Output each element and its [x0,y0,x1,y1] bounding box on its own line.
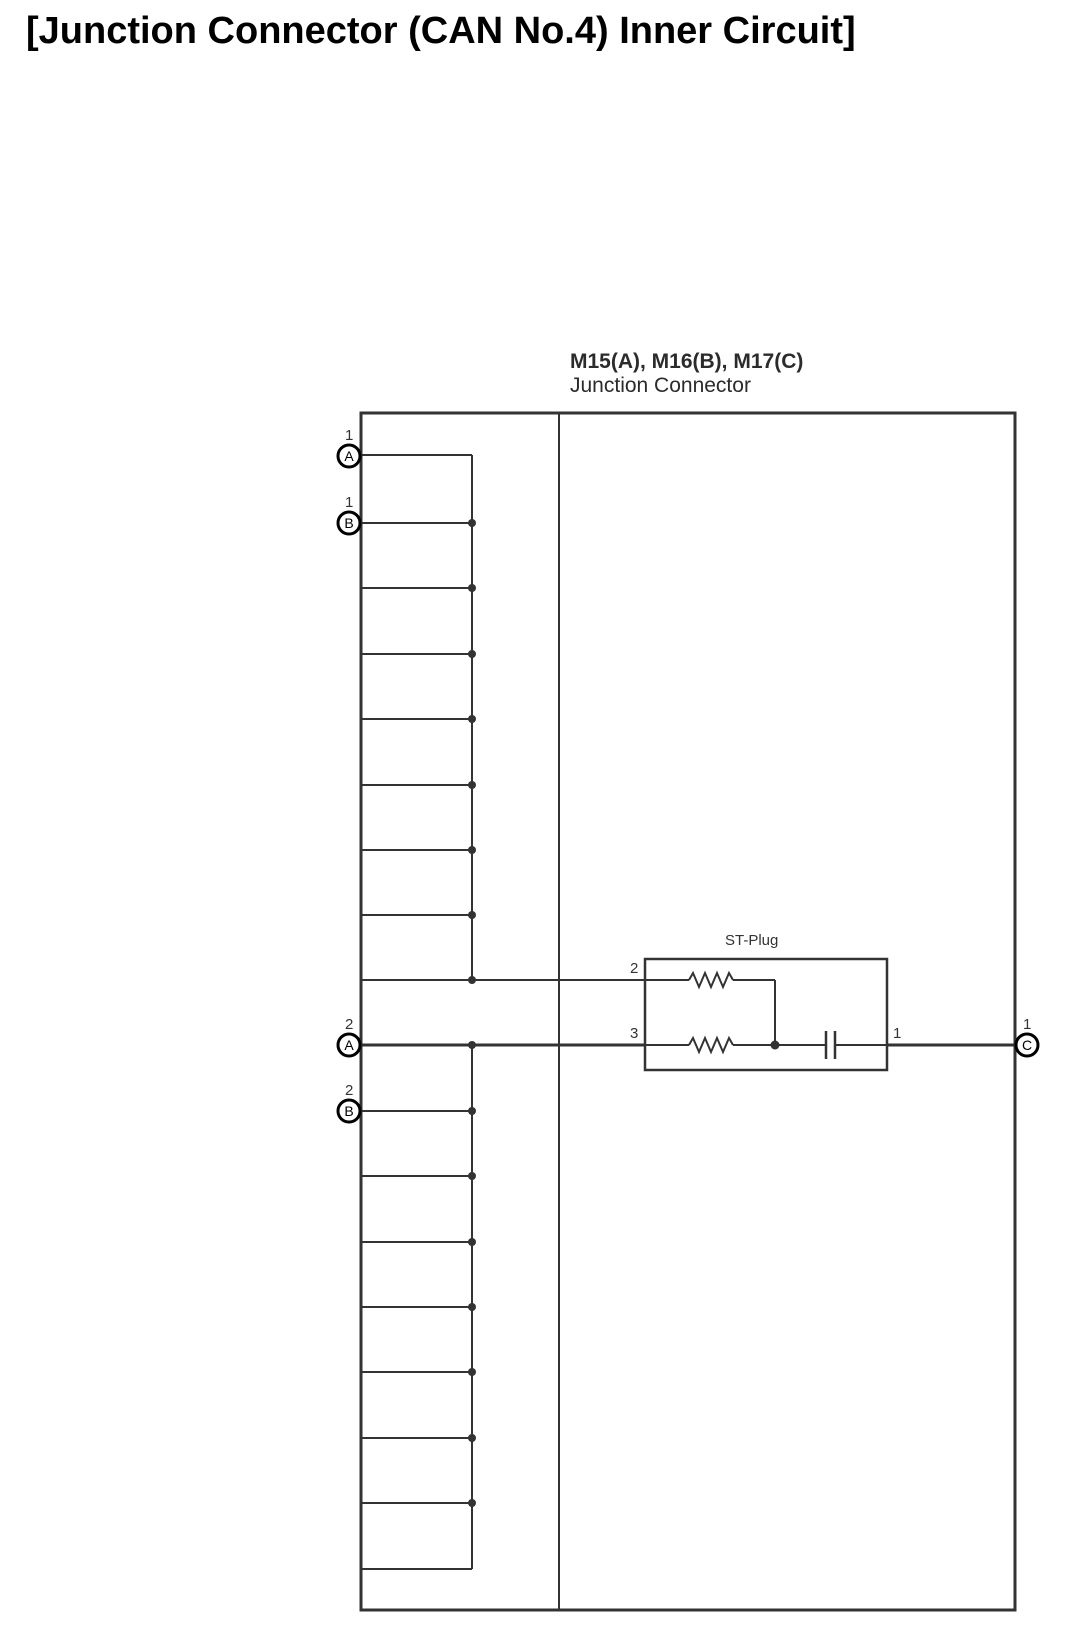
terminal-a2-letter: A [344,1037,354,1053]
connector-part-numbers: M15(A), M16(B), M17(C) [570,350,803,373]
page-title: [Junction Connector (CAN No.4) Inner Cir… [26,10,856,52]
lower-bus-group [361,1041,476,1570]
terminal-a2-circle [336,1032,362,1058]
terminal-b1-pin: 1 [345,494,353,511]
lower-dot-2 [468,1172,476,1180]
upper-dot-4 [468,715,476,723]
terminal-c1-pin: 1 [1023,1016,1031,1033]
terminal-c1-circle [1014,1032,1040,1058]
lower-dot-7 [468,1499,476,1507]
upper-dot-1 [468,519,476,527]
upper-dot-2 [468,584,476,592]
terminal-a1-pin: 1 [345,427,353,444]
st-plug-pin-1-label: 1 [893,1025,901,1042]
upper-bus-taps [361,522,472,981]
terminal-a1-circle [336,443,362,469]
resistor-upper-icon [688,970,734,990]
lower-dot-4 [468,1303,476,1311]
resistor-lower-icon [688,1035,734,1055]
lower-dot-3 [468,1238,476,1246]
connector-description: Junction Connector [570,374,751,397]
upper-dot-5 [468,781,476,789]
upper-dot-7 [468,911,476,919]
st-plug-label: ST-Plug [725,932,778,949]
terminal-b2-letter: B [344,1103,353,1119]
lower-dot-1 [468,1107,476,1115]
upper-bus-junction-dots [468,519,476,984]
st-plug-box [643,957,889,1072]
terminal-b1-letter: B [344,515,353,531]
terminal-a1-letter: A [344,448,354,464]
terminal-a2-pin: 2 [345,1016,353,1033]
lower-bus-junction-dots [468,1041,476,1507]
junction-box-outline [359,411,1017,1612]
terminal-a2: 2 A [336,1016,362,1058]
lower-dot-5 [468,1368,476,1376]
upper-dot-6 [468,846,476,854]
capacitor-icon [824,1031,837,1059]
lower-dot-6 [468,1434,476,1442]
st-plug-pin-3-label: 3 [630,1025,638,1042]
lower-bus-taps [361,1110,472,1504]
upper-dot-3 [468,650,476,658]
terminal-c1-letter: C [1022,1037,1032,1053]
terminal-b1: 1 B [336,494,362,536]
st-plug-node-dot [770,1040,780,1050]
st-plug-pin-2-label: 2 [630,960,638,977]
terminal-c1: 1 C [1014,1016,1040,1058]
upper-bus-group [361,454,476,984]
terminal-b2: 2 B [336,1082,362,1124]
terminal-b2-pin: 2 [345,1082,353,1099]
terminal-a1: 1 A [336,427,362,469]
terminal-b2-circle [336,1098,362,1124]
terminal-b1-circle [336,510,362,536]
st-plug: ST-Plug 2 3 1 [630,932,901,1072]
